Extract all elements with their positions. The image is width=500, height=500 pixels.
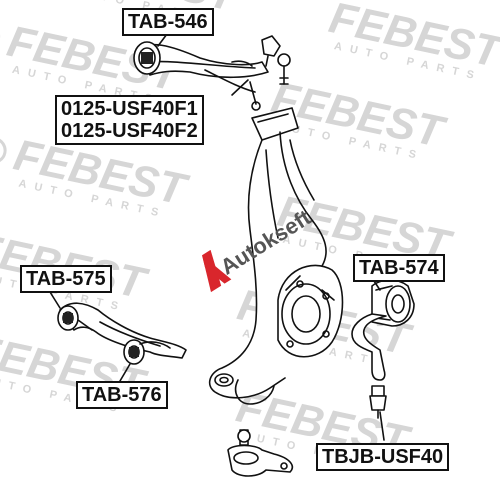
lower-rod-right — [351, 313, 387, 419]
part-number: TAB-574 — [359, 257, 439, 279]
part-label-tab-546: TAB-546 — [122, 8, 214, 36]
part-number: TAB-576 — [82, 384, 162, 406]
leader-tab-575 — [49, 291, 61, 309]
part-label-tab-576: TAB-576 — [76, 381, 168, 409]
part-label-tab-575: TAB-575 — [20, 265, 112, 293]
part-label-tab-574: TAB-574 — [353, 254, 445, 282]
part-number: TAB-575 — [26, 268, 106, 290]
part-number: TBJB-USF40 — [322, 446, 444, 468]
leader-usf40f — [231, 79, 249, 96]
part-number: 0125-USF40F2 — [61, 120, 198, 142]
bushing-tab-576 — [123, 339, 171, 365]
part-number: 0125-USF40F1 — [61, 98, 198, 120]
bushing-tab-575 — [57, 305, 79, 331]
leader-tbjb — [379, 411, 385, 441]
part-number: TAB-546 — [128, 11, 208, 33]
lower-ball-joint — [227, 429, 294, 477]
lower-control-arm-left — [59, 302, 187, 359]
upper-control-arm — [137, 43, 269, 111]
part-label-tbjb-usf40: TBJB-USF40 — [316, 443, 450, 471]
part-label-0125-usf40f: 0125-USF40F1 0125-USF40F2 — [55, 95, 204, 145]
upper-ball-joint — [261, 35, 291, 85]
wheel-hub — [277, 264, 344, 358]
bushing-tab-546 — [133, 41, 161, 75]
steering-knuckle — [208, 107, 327, 405]
leader-tab-576 — [119, 363, 131, 382]
